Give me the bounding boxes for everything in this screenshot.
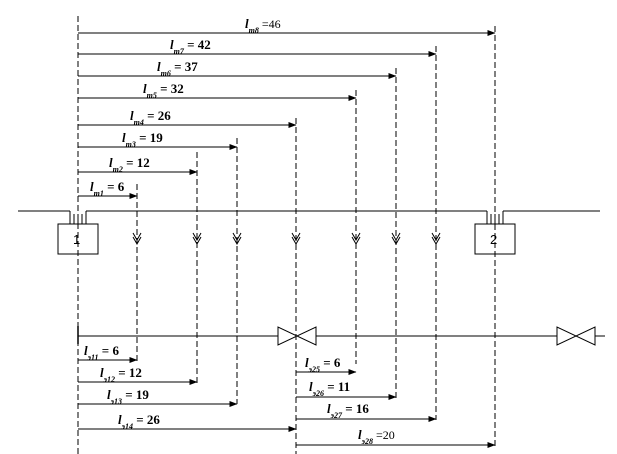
bottom-left-dimension-lines xyxy=(78,357,297,432)
dim-label-e27: lэ27 = 16 xyxy=(327,401,369,420)
dim-label-t7: lт7 = 42 xyxy=(170,37,211,56)
valve-2-icon xyxy=(556,326,596,346)
dim-label-e14: lэ14 = 26 xyxy=(118,412,160,431)
dim-label-t2: lт2 = 12 xyxy=(109,155,150,174)
dashed-guides xyxy=(77,16,496,454)
station-box-2-label: 2 xyxy=(490,232,497,247)
bottom-right-dimension-lines xyxy=(296,369,496,448)
dim-label-e11: lэ11 = 6 xyxy=(84,343,119,362)
dim-label-t5: lт5 = 32 xyxy=(143,81,184,100)
dim-label-t3: lт3 = 19 xyxy=(122,130,163,149)
dim-label-e25: lэ25 = 6 xyxy=(305,355,341,374)
bottom-pipeline xyxy=(77,326,605,344)
dim-label-t8: lт8 =46 xyxy=(245,16,281,35)
station-box-1: 1 xyxy=(57,211,99,255)
dim-label-t6: lт6 = 37 xyxy=(157,59,198,78)
station-box-1-label: 1 xyxy=(73,232,80,247)
top-dimension-lines xyxy=(78,30,496,199)
dim-label-e26: lэ26 = 11 xyxy=(309,379,350,398)
valve-1-icon xyxy=(277,326,317,346)
dim-label-t1: lт1 = 6 xyxy=(90,179,125,198)
dim-label-e12: lэ12 = 12 xyxy=(100,365,142,384)
dim-label-e28: lэ28 =20 xyxy=(358,427,395,446)
dim-label-t4: lт4 = 26 xyxy=(130,108,171,127)
flow-arrows xyxy=(132,232,441,246)
dim-label-e13: lэ13 = 19 xyxy=(107,387,149,406)
